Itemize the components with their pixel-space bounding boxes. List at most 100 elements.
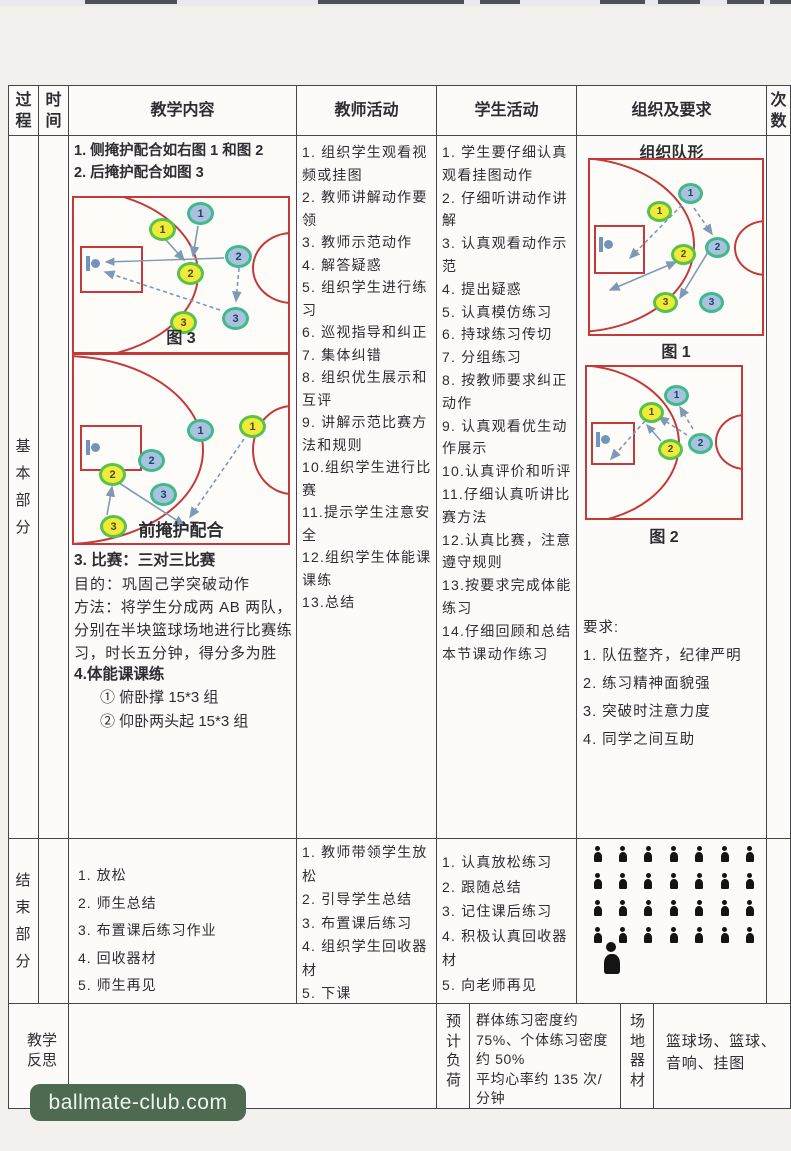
list-item: 3. 教师示范动作 (302, 234, 413, 250)
student-figure-icon (720, 927, 729, 943)
list-item: 5. 下课 (302, 985, 352, 1001)
player-blue-2: 2 (138, 449, 165, 472)
scan-artifact (480, 0, 520, 4)
student-figure-icon (669, 873, 678, 889)
list-item: 10.组织学生进行比赛 (302, 459, 432, 498)
teacher-figure-icon (602, 942, 620, 974)
content-item-1: 1. 侧掩护配合如右图 1 和图 2 (74, 143, 264, 159)
player-yellow-1: 1 (647, 201, 672, 222)
list-item: 1. 队伍整齐，纪律严明 (583, 648, 742, 664)
reflection-label: 教学反思 (26, 1032, 57, 1069)
movement-arrows (103, 225, 242, 311)
player-yellow-1: 1 (239, 415, 266, 438)
list-item: 5. 组织学生进行练习 (302, 279, 428, 318)
front-screen-caption: 前掩护配合 (138, 521, 224, 540)
list-item: 6. 持球练习传切 (442, 326, 553, 343)
student-figure-icon (745, 900, 754, 916)
equipment-label: 场地器材 (629, 1013, 645, 1089)
list-item: 5. 向老师再见 (442, 976, 538, 993)
student-figure-icon (669, 927, 678, 943)
fig2-caption: 图 2 (649, 529, 679, 546)
content-item-4: 4.体能课课练 (74, 666, 165, 683)
player-blue-3: 3 (222, 307, 249, 330)
list-item: 1. 认真放松练习 (442, 854, 553, 870)
list-item: 10.认真评价和听评 (442, 463, 572, 480)
cell-count-basic (766, 135, 791, 839)
scan-artifact (85, 0, 177, 4)
list-item: 2. 师生总结 (78, 894, 157, 911)
movement-arrows (609, 405, 694, 461)
list-item: 5. 认真模仿练习 (442, 303, 553, 320)
header-organization: 组织及要求 (576, 85, 767, 136)
list-item: 8. 组织优生展示和互评 (302, 369, 428, 408)
cell-student-ending (436, 838, 577, 1004)
list-item: 7. 分组练习 (442, 349, 522, 366)
list-item: 3. 记住课后练习 (442, 903, 553, 919)
player-yellow-2: 2 (658, 439, 683, 460)
header-count: 次数 (766, 85, 791, 136)
court-diagram-front-screen: 1 1 2 2 3 3 前掩护配合 (72, 353, 290, 545)
cell-teacher-basic (296, 135, 437, 839)
list-item: 4. 回收器材 (78, 949, 157, 966)
list-item: 2. 教师讲解动作要领 (302, 189, 428, 228)
student-figure-icon (593, 927, 602, 943)
key-area (80, 246, 143, 293)
cell-time-basic (38, 135, 69, 839)
list-item: 12.组织学生体能课课练 (302, 549, 432, 588)
player-blue-3: 3 (699, 292, 724, 313)
list-item: 4. 同学之间互助 (583, 732, 696, 748)
cell-teacher-ending (296, 838, 437, 1004)
list-item: 3. 布置课后练习 (302, 914, 413, 931)
list-item: 11.仔细认真听讲比赛方法 (442, 485, 571, 525)
student-figure-icon (593, 873, 602, 889)
court-diagram-fig2: 1 1 2 2 (585, 365, 743, 520)
scan-artifact (318, 0, 464, 4)
content-drill-1: ① 俯卧撑 15*3 组 (100, 689, 219, 706)
student-figure-icon (618, 900, 627, 916)
list-item: 13.按要求完成体能练习 (442, 577, 572, 616)
cell-load-text (469, 1003, 621, 1109)
content-drill-2: ② 仰卧两头起 15*3 组 (100, 713, 249, 730)
player-yellow-1: 1 (639, 402, 664, 423)
cell-org-ending (576, 838, 767, 1004)
player-blue-1: 1 (678, 183, 703, 204)
load-label: 预计负荷 (445, 1013, 461, 1089)
student-figure-icon (745, 873, 754, 889)
list-item: 1. 组织学生观看视频或挂图 (302, 144, 428, 183)
list-item: 4. 提出疑惑 (442, 280, 522, 297)
list-item: 12.认真比赛，注意遵守规则 (442, 531, 572, 571)
list-item: 2. 引导学生总结 (302, 891, 413, 907)
player-blue-2: 2 (225, 245, 252, 268)
header-teacher-activity: 教师活动 (296, 85, 437, 136)
student-figure-icon (720, 873, 729, 889)
content-item-3: 3. 比赛：三对三比赛 (74, 552, 216, 569)
header-student-activity: 学生活动 (436, 85, 577, 136)
scan-artifact (658, 0, 700, 4)
student-figure-icon (695, 927, 704, 943)
content-purpose: 目的：巩固己学突破动作 (74, 576, 251, 593)
student-figure-icon (695, 873, 704, 889)
list-item: 11.提示学生注意安全 (302, 504, 431, 543)
court-diagram-fig3: 1 1 2 2 3 3 图 3 (72, 196, 290, 354)
player-yellow-2: 2 (99, 463, 126, 486)
list-item: 14.仔细回顾和总结本节课动作练习 (442, 622, 572, 662)
requirements-title: 要求: (583, 620, 620, 636)
player-yellow-2: 2 (177, 262, 204, 285)
cell-content-ending (68, 838, 297, 1004)
student-figure-icon (644, 846, 653, 862)
load-line-2: 平均心率约 135 次/分钟 (476, 1070, 603, 1107)
list-item: 3. 突破时注意力度 (583, 704, 711, 720)
scan-artifact (727, 0, 764, 4)
movement-arrows (608, 204, 713, 300)
student-figure-icon (644, 900, 653, 916)
key-area (591, 422, 635, 465)
player-yellow-3: 3 (170, 311, 197, 334)
load-text: 群体练习密度约 75%、个体练习密度约 50% 平均心率约 135 次/分钟 (476, 1011, 614, 1109)
player-blue-2: 2 (705, 237, 730, 258)
player-blue-1: 1 (187, 202, 214, 225)
